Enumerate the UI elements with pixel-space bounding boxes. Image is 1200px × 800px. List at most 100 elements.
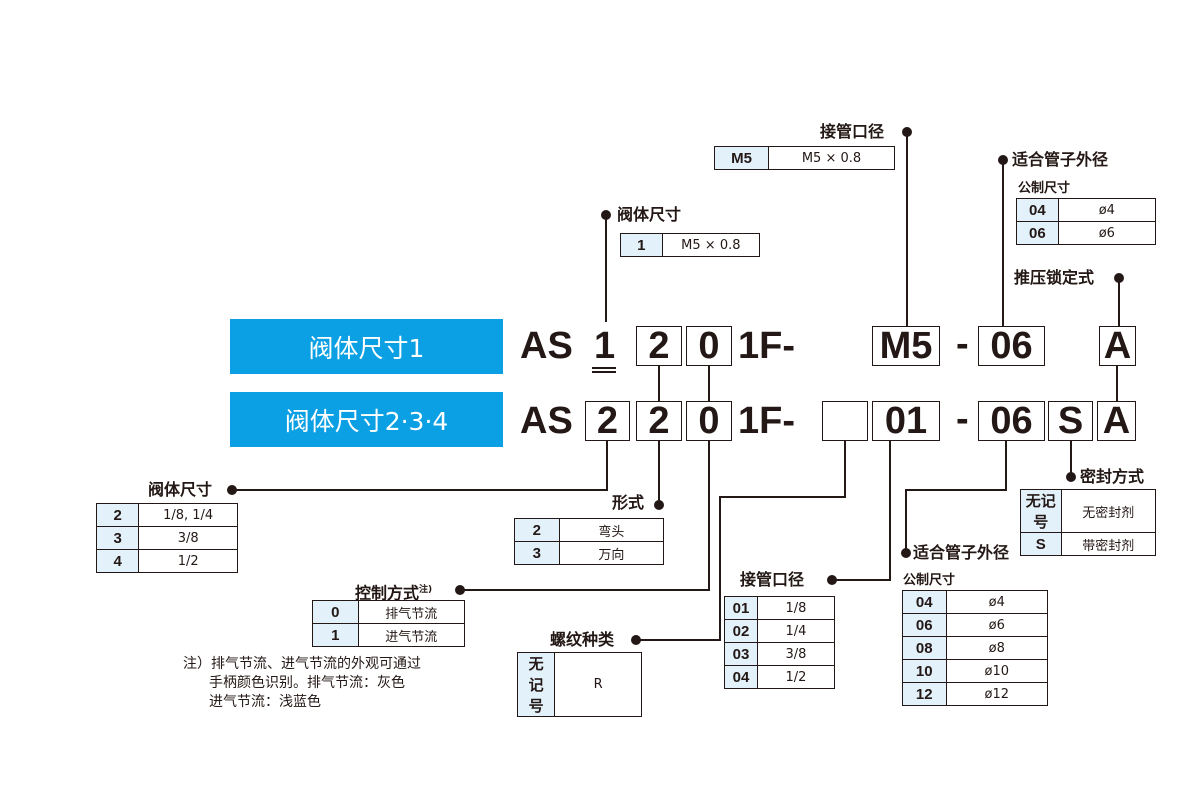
table-row: 无记号无密封剂 bbox=[1020, 489, 1156, 533]
option-value: 弯头 bbox=[558, 518, 665, 542]
code-form-box: 2 bbox=[636, 401, 682, 441]
option-code: 2 bbox=[514, 518, 560, 542]
port-top-label: 接管口径 bbox=[820, 122, 885, 141]
option-code: 3 bbox=[95, 526, 140, 550]
code-lock-box: A bbox=[1097, 401, 1136, 441]
option-code: 06 bbox=[1016, 221, 1059, 245]
option-code: 无记号 bbox=[516, 652, 556, 717]
option-value: 1/8, 1/4 bbox=[138, 503, 238, 527]
option-code: 1 bbox=[620, 233, 663, 257]
option-code: 4 bbox=[95, 549, 140, 573]
seal-label: 密封方式 bbox=[1080, 467, 1145, 486]
code-lock-box: A bbox=[1099, 326, 1136, 366]
option-value: ø8 bbox=[945, 636, 1048, 660]
code-tube-box: 06 bbox=[978, 401, 1045, 441]
option-value: 带密封剂 bbox=[1060, 532, 1156, 556]
tube-top-sub: 公制尺寸 bbox=[1018, 181, 1071, 196]
code-control-box: 0 bbox=[686, 326, 732, 366]
option-value: ø10 bbox=[945, 659, 1048, 683]
option-code: 03 bbox=[724, 642, 758, 666]
option-value: M5 × 0.8 bbox=[661, 233, 761, 257]
banner-size-234: 阀体尺寸2·3·4 bbox=[230, 392, 503, 447]
code-seal-box: S bbox=[1048, 401, 1093, 441]
size-bottom-label: 阀体尺寸 bbox=[148, 480, 213, 499]
port-bottom-label: 接管口径 bbox=[740, 570, 805, 589]
code-prefix: AS bbox=[520, 325, 573, 367]
code-port-box: M5 bbox=[872, 326, 940, 366]
code-thread-box bbox=[822, 401, 868, 441]
option-value: 1/8 bbox=[757, 596, 835, 620]
code-dash: - bbox=[956, 398, 969, 440]
code-size: 1 bbox=[594, 325, 616, 367]
code-prefix: AS bbox=[520, 400, 573, 442]
note-mark: 注) bbox=[419, 585, 433, 595]
option-code: 无记号 bbox=[1020, 489, 1062, 533]
code-tube-box: 06 bbox=[978, 326, 1045, 366]
code-mid: 1F- bbox=[738, 400, 795, 442]
code-mid: 1F- bbox=[738, 325, 795, 367]
option-value: 1/2 bbox=[138, 549, 238, 573]
option-value: 3/8 bbox=[138, 526, 238, 550]
footnote: 注）排气节流、进气节流的外观可通过 手柄颜色识别。排气节流：灰色 进气节流：浅蓝… bbox=[183, 655, 421, 712]
option-code: 04 bbox=[724, 665, 758, 689]
thread-label: 螺纹种类 bbox=[550, 630, 615, 649]
option-code: M5 bbox=[714, 146, 769, 170]
size-top-label: 阀体尺寸 bbox=[617, 205, 682, 224]
option-code: 04 bbox=[902, 590, 947, 614]
option-value: 1/2 bbox=[757, 665, 835, 689]
option-code: 12 bbox=[902, 682, 947, 706]
lock-label: 推压锁定式 bbox=[1014, 268, 1095, 287]
footnote-line: 注）排气节流、进气节流的外观可通过 bbox=[183, 656, 421, 672]
option-value: ø6 bbox=[945, 613, 1048, 637]
option-value: M5 × 0.8 bbox=[768, 146, 895, 170]
form-label: 形式 bbox=[612, 493, 645, 512]
tube-bottom-sub: 公制尺寸 bbox=[903, 573, 956, 588]
option-value: R bbox=[554, 652, 642, 717]
option-value: ø6 bbox=[1057, 221, 1157, 245]
option-code: 01 bbox=[724, 596, 758, 620]
option-code: 02 bbox=[724, 619, 758, 643]
tube-top-label: 适合管子外径 bbox=[1012, 150, 1109, 169]
option-code: S bbox=[1020, 532, 1062, 556]
option-value: 3/8 bbox=[757, 642, 835, 666]
tube-bottom-label: 适合管子外径 bbox=[913, 543, 1010, 562]
option-value: 无密封剂 bbox=[1060, 489, 1156, 533]
option-value: ø4 bbox=[945, 590, 1048, 614]
footnote-line: 手柄颜色识别。排气节流：灰色 bbox=[209, 675, 405, 691]
option-value: 1/4 bbox=[757, 619, 835, 643]
banner-size-1: 阀体尺寸1 bbox=[230, 319, 503, 374]
code-size-box: 2 bbox=[585, 401, 630, 441]
option-value: 万向 bbox=[558, 541, 665, 565]
footnote-line: 进气节流：浅蓝色 bbox=[209, 694, 321, 710]
control-label: 控制方式注) bbox=[355, 583, 433, 603]
code-control-box: 0 bbox=[686, 401, 732, 441]
option-value: ø4 bbox=[1057, 198, 1157, 222]
option-code: 06 bbox=[902, 613, 947, 637]
code-form-box: 2 bbox=[636, 326, 682, 366]
